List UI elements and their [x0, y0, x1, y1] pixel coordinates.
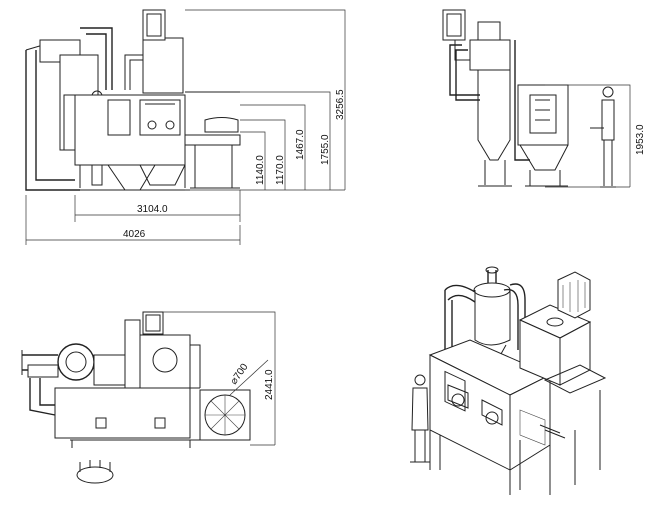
dim-2441: 2441.0 — [264, 369, 275, 400]
isometric-view — [410, 266, 607, 495]
dim-3104: 3104.0 — [137, 204, 168, 215]
side-view — [442, 9, 631, 188]
dim-3256: 3256.5 — [335, 89, 346, 120]
dim-1140: 1140.0 — [255, 155, 266, 185]
dim-diameter-700: ⌀700 — [228, 361, 250, 386]
dim-1953: 1953.0 — [635, 124, 646, 155]
dim-1467: 1467.0 — [295, 129, 306, 160]
dim-1170: 1170.0 — [275, 155, 286, 185]
dim-4026: 4026 — [123, 229, 146, 240]
top-view — [21, 311, 276, 484]
front-view — [25, 9, 346, 245]
dim-1755: 1755.0 — [320, 134, 331, 165]
